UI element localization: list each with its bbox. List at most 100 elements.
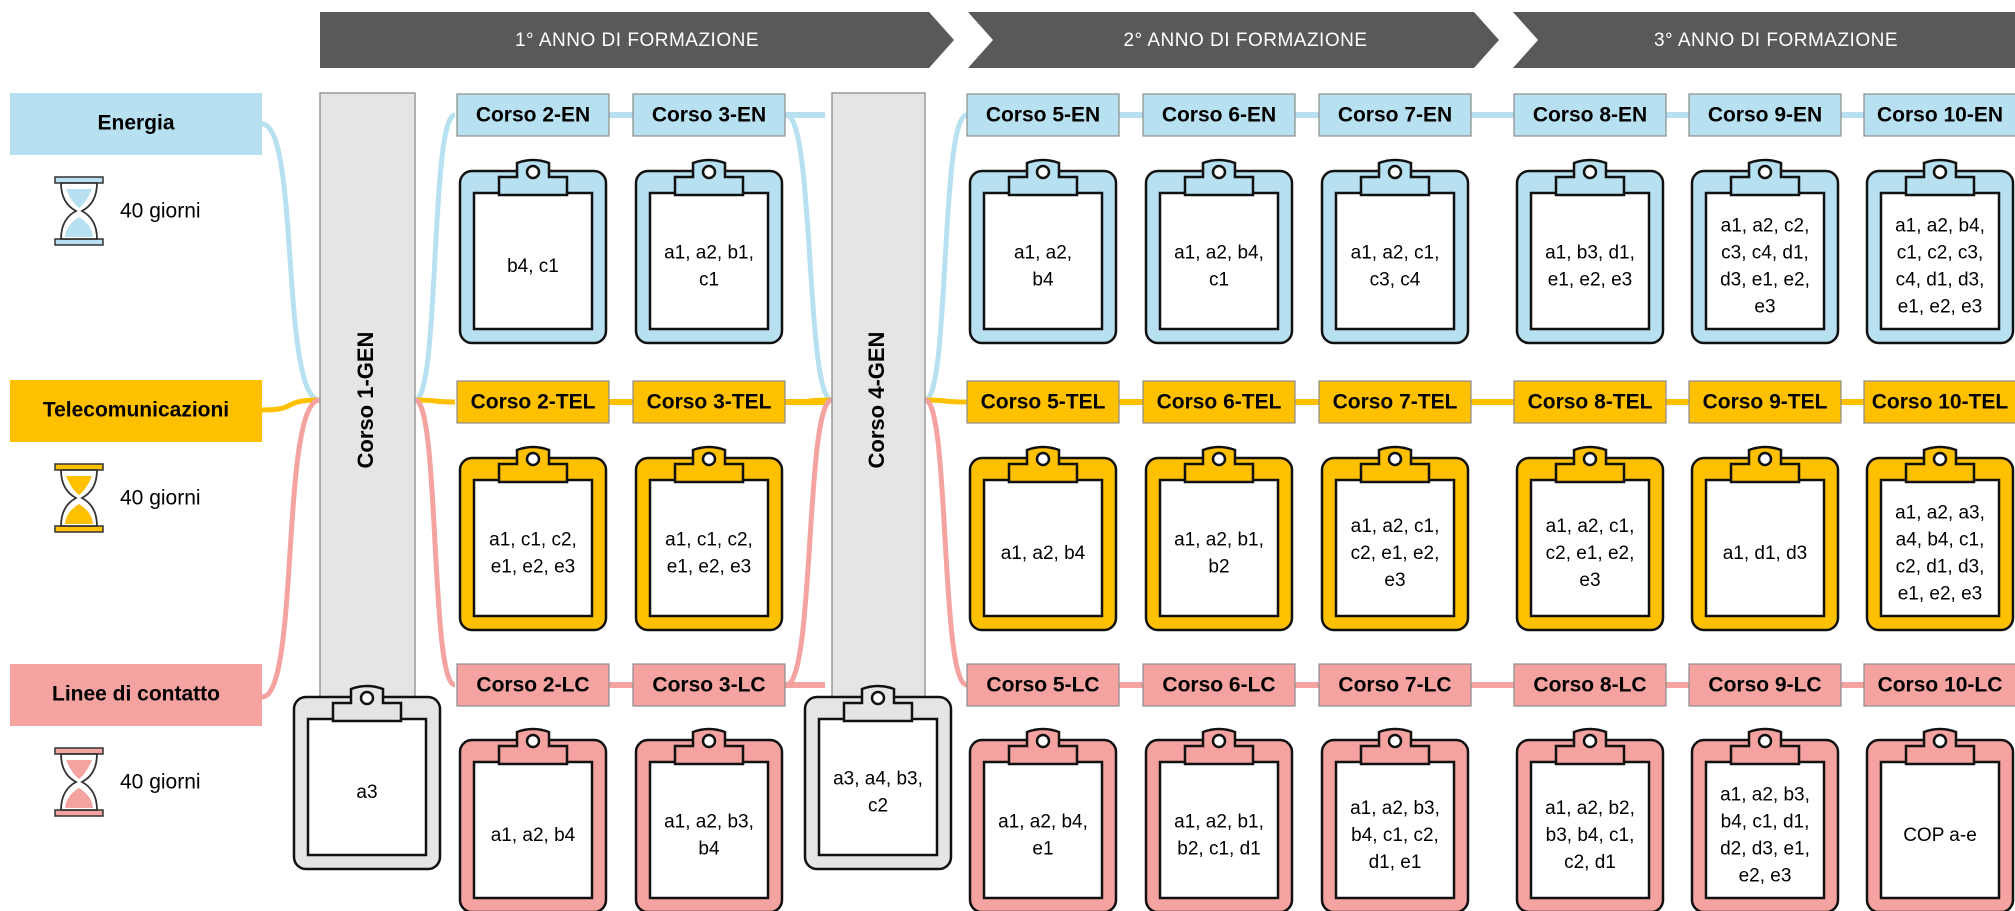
course-label-box [1688, 663, 1842, 707]
course-label-text: Corso 5-TEL [981, 391, 1106, 414]
hourglass-icon [54, 463, 104, 533]
clipboard-hole [1035, 451, 1051, 467]
course-label-text: Corso 8-LC [1533, 674, 1646, 697]
course-label-corso-3-en: Corso 3-EN [632, 93, 786, 137]
course-label-text: Corso 3-LC [652, 674, 765, 697]
hourglass-sand-bottom [65, 788, 93, 808]
track-duration: 40 giorni [120, 200, 201, 223]
clipboard-hole [1582, 451, 1598, 467]
clipboard-content: a1, a2, b4 [1001, 543, 1086, 564]
year-header-3 [1513, 12, 2015, 68]
clipboard-paper [982, 191, 1104, 331]
course-label-text: Corso 7-EN [1338, 104, 1452, 127]
hourglass-sand-top [66, 189, 92, 208]
clipboard-corso-3-tel: a1, c1, c2,e1, e2, e3 [634, 445, 784, 632]
gen-column-label: Corso 1-GEN [353, 332, 378, 469]
connector-lines [261, 112, 1864, 700]
clipboard-corso-7-lc: a1, a2, b3,b4, c1, c2,d1, e1 [1320, 727, 1470, 911]
clipboard-corso-6-en: a1, a2, b4,c1 [1144, 158, 1294, 345]
hourglass-sand-top [66, 760, 92, 779]
course-label-corso-6-en: Corso 6-EN [1142, 93, 1296, 137]
year-header-label: 3° ANNO DI FORMAZIONE [1654, 30, 1898, 51]
clipboard-corso-6-lc: a1, a2, b1,b2, c1, d1 [1144, 727, 1294, 911]
clipboard-paper [648, 191, 770, 331]
clipboard-hole [1757, 733, 1773, 749]
clipboard-content: a1, d1, d3 [1723, 543, 1808, 564]
course-label-corso-6-tel: Corso 6-TEL [1142, 380, 1296, 424]
course-label-box [1142, 663, 1296, 707]
track-connector [784, 112, 834, 403]
clipboard-corso-5-tel: a1, a2, b4 [968, 445, 1118, 632]
hourglass-sand-top [66, 476, 92, 495]
clipboard-content: a3 [356, 782, 377, 803]
course-label-text: Corso 9-EN [1708, 104, 1822, 127]
course-label-box [1513, 380, 1667, 424]
track-connector [413, 397, 457, 688]
clipboard-content: a1, a2,b4 [1014, 243, 1072, 291]
course-label-box [966, 380, 1120, 424]
clipboard-hole [1211, 164, 1227, 180]
course-label-box [456, 380, 610, 424]
clipboard-hole [701, 164, 717, 180]
year-header-label: 1° ANNO DI FORMAZIONE [515, 30, 759, 51]
clipboard-hole [1387, 451, 1403, 467]
track-label-text: Energia [97, 112, 174, 135]
course-label-corso-7-lc: Corso 7-LC [1318, 663, 1472, 707]
hourglass-icon [54, 176, 104, 246]
clipboard-content: a1, a2, b1,c1 [664, 243, 754, 291]
track-connector [785, 397, 833, 405]
clipboard-paper [472, 760, 594, 900]
clipboard-hole [1932, 164, 1948, 180]
clipboard-corso-7-en: a1, a2, c1,c3, c4 [1320, 158, 1470, 345]
course-label-corso-9-en: Corso 9-EN [1688, 93, 1842, 137]
clipboard-content: a1, b3, d1,e1, e2, e3 [1545, 243, 1635, 291]
course-label-text: Corso 2-TEL [471, 391, 596, 414]
course-label-corso-2-tel: Corso 2-TEL [456, 380, 610, 424]
clipboard-hole [1932, 733, 1948, 749]
clipboard-hole [701, 451, 717, 467]
course-label-box [1863, 93, 2015, 137]
course-label-text: Corso 9-TEL [1703, 391, 1828, 414]
clipboard-content: a1, c1, c2,e1, e2, e3 [665, 530, 753, 578]
clipboard-paper [982, 760, 1104, 900]
course-label-box [1513, 93, 1667, 137]
gen-column-1 [319, 92, 416, 729]
clipboard-content: a1, a2, b4,e1 [998, 812, 1088, 860]
course-label-corso-3-tel: Corso 3-TEL [632, 380, 786, 424]
course-label-corso-10-tel: Corso 10-TEL [1863, 380, 2015, 424]
course-label-text: Corso 5-LC [986, 674, 1099, 697]
clipboard-corso-5-en: a1, a2,b4 [968, 158, 1118, 345]
course-label-text: Corso 8-EN [1533, 104, 1647, 127]
hourglass-icon [54, 747, 104, 817]
course-label-corso-2-en: Corso 2-EN [456, 93, 610, 137]
course-label-box [456, 663, 610, 707]
clipboard-content: a1, a2, b2,b3, b4, c1,c2, d1 [1545, 798, 1635, 873]
track-connector [784, 397, 834, 688]
clipboard-content: a1, a2, b4,c1, c2, c3,c4, d1, d3,e1, e2,… [1895, 216, 1985, 318]
clipboard-paper [1879, 191, 2001, 331]
course-label-text: Corso 2-LC [476, 674, 589, 697]
track-connector [923, 112, 969, 403]
clipboard-hole [1582, 164, 1598, 180]
track-connector [413, 112, 457, 403]
clipboard-corso-9-tel: a1, d1, d3 [1690, 445, 1840, 632]
track-connector [924, 397, 968, 405]
clipboard-content: a1, a2, c2,c3, c4, d1,d3, e1, e2,e3 [1720, 216, 1810, 318]
clipboard-hole [1387, 164, 1403, 180]
clipboard-corso-9-lc: a1, a2, b3,b4, c1, d1,d2, d3, e1,e2, e3 [1690, 727, 1840, 911]
clipboard-content: a1, a2, b3,b4, c1, c2,d1, e1 [1350, 798, 1440, 873]
track-label-text: Telecomunicazioni [43, 399, 229, 422]
course-label-text: Corso 6-EN [1162, 104, 1276, 127]
clipboard-hole [1035, 164, 1051, 180]
course-label-text: Corso 6-LC [1162, 674, 1275, 697]
track-connector [261, 121, 321, 403]
clipboard-corso-2-lc: a1, a2, b4 [458, 727, 608, 911]
clipboard-content: a1, a2, b3,b4 [664, 812, 754, 860]
course-label-box [456, 93, 610, 137]
clipboard-corso-4-gen: a3, a4, b3,c2 [803, 684, 953, 871]
clipboard-hole [1582, 733, 1598, 749]
clipboard-corso-8-lc: a1, a2, b2,b3, b4, c1,c2, d1 [1515, 727, 1665, 911]
course-label-box [1142, 380, 1296, 424]
